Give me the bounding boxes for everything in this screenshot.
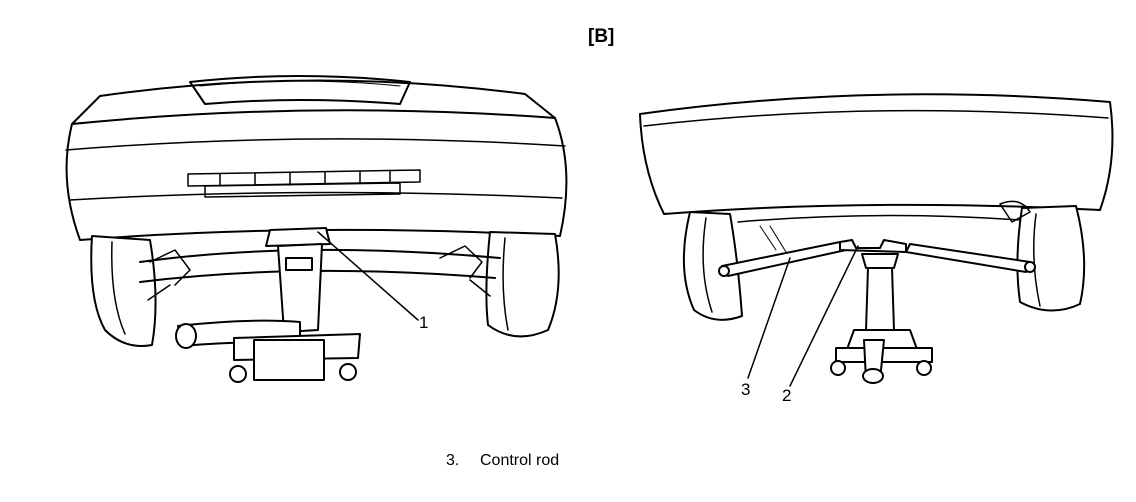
- callout-3-leader: [748, 258, 790, 378]
- callout-2-label: 2: [782, 386, 792, 405]
- figure-id: [B]: [588, 26, 615, 47]
- left-vehicle-view: [66, 76, 566, 382]
- right-wheel-left: [684, 212, 742, 320]
- callout-1-leader: [318, 232, 418, 320]
- left-floor-jack: [176, 228, 360, 382]
- callout-3-label: 3: [741, 380, 751, 399]
- right-vehicle-view: [640, 94, 1112, 386]
- callout-2-leader: [790, 246, 858, 386]
- legend-number: 3.: [446, 452, 460, 469]
- left-bumper-slots: [188, 170, 420, 197]
- left-wheel-left: [91, 236, 155, 346]
- callout-1-label: 1: [419, 313, 429, 332]
- left-wheel-right: [486, 232, 558, 336]
- legend-text: Control rod: [480, 452, 560, 469]
- right-wheel-right: [1017, 206, 1084, 311]
- left-high-stop-lamp: [190, 76, 410, 104]
- right-floor-jack: [831, 254, 932, 383]
- legend: 3. Control rod: [446, 452, 559, 470]
- right-rear-bumper: [640, 94, 1112, 214]
- left-control-rod: [722, 242, 846, 276]
- right-control-rod: [906, 244, 1030, 272]
- left-rear-bumper: [67, 110, 567, 240]
- jack-lift-point: [840, 240, 906, 252]
